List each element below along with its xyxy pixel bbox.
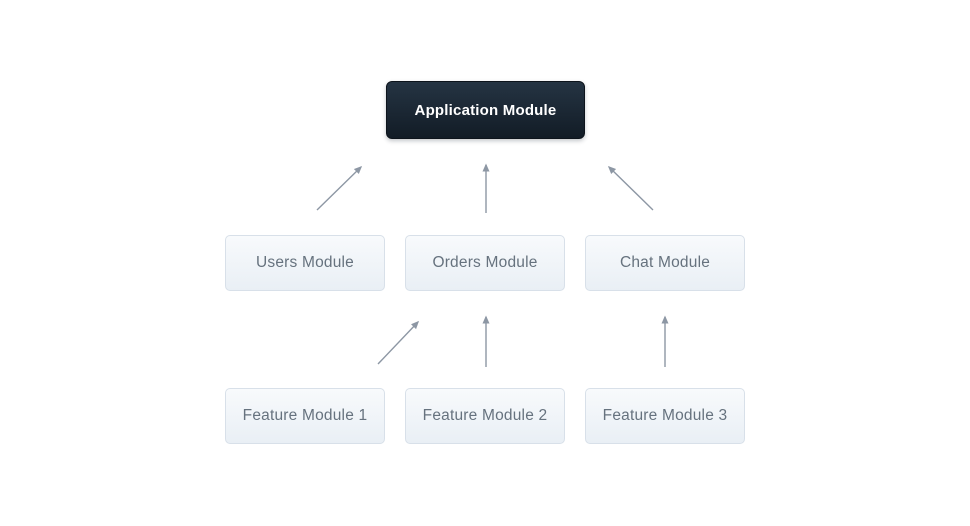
node-label: Application Module <box>414 101 557 119</box>
node-label: Feature Module 2 <box>422 407 548 424</box>
node-label: Orders Module <box>432 254 538 271</box>
node-label: Users Module <box>255 254 355 271</box>
arrow-feature1-to-orders <box>377 320 420 365</box>
arrow-users-to-application <box>316 165 363 211</box>
node-label: Feature Module 1 <box>242 407 368 424</box>
node-application-module: Application Module <box>386 81 585 139</box>
arrow-chat-to-application <box>607 165 654 211</box>
node-feature-module-1: Feature Module 1 <box>225 388 385 444</box>
node-label: Chat Module <box>619 254 711 271</box>
node-feature-module-2: Feature Module 2 <box>405 388 565 444</box>
node-orders-module: Orders Module <box>405 235 565 291</box>
node-users-module: Users Module <box>225 235 385 291</box>
node-chat-module: Chat Module <box>585 235 745 291</box>
node-label: Feature Module 3 <box>602 407 728 424</box>
node-feature-module-3: Feature Module 3 <box>585 388 745 444</box>
